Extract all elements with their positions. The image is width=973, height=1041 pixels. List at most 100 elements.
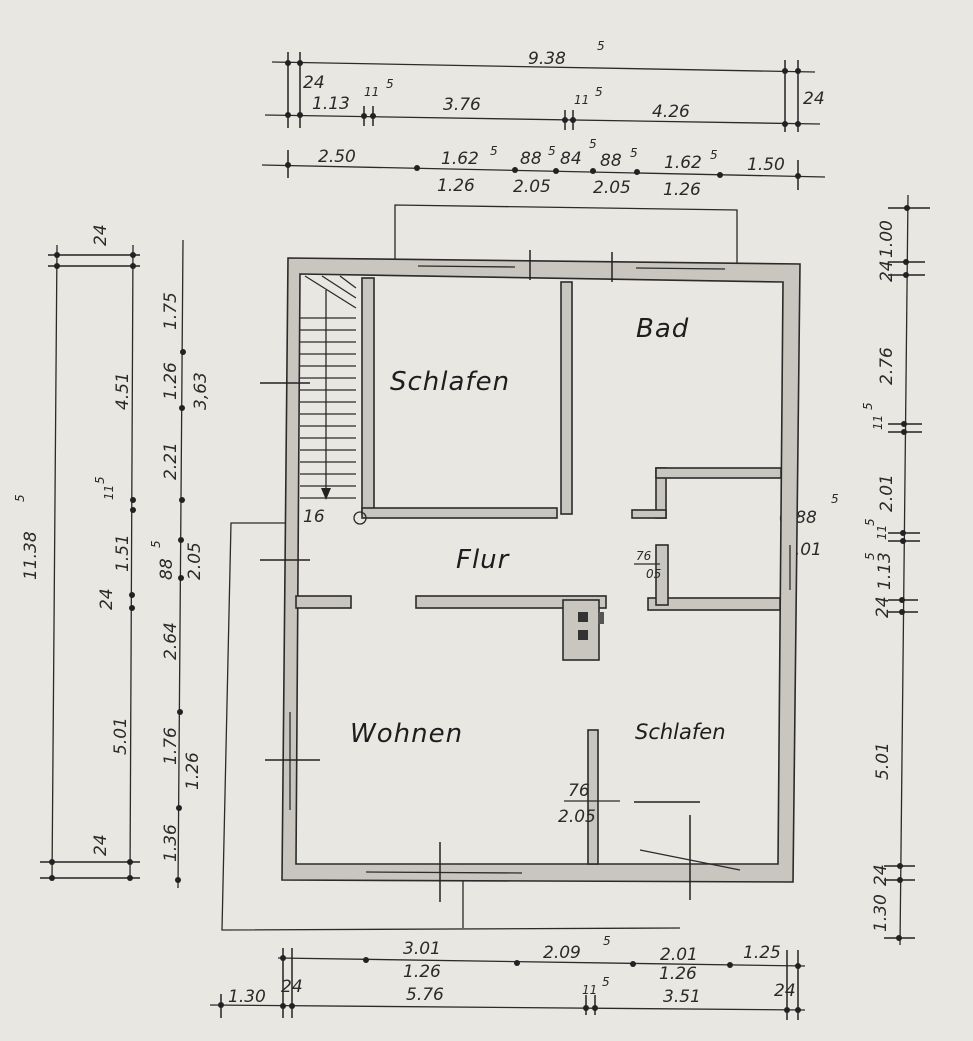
svg-text:4.26: 4.26 <box>652 102 690 122</box>
svg-text:5: 5 <box>630 146 638 160</box>
svg-text:1.26: 1.26 <box>663 180 701 200</box>
svg-text:1.62: 1.62 <box>441 149 479 169</box>
wall-schlafen-bad <box>560 281 573 515</box>
svg-text:5: 5 <box>149 540 163 548</box>
dim-left-total: 11.38 <box>21 531 41 580</box>
svg-text:24: 24 <box>281 977 303 997</box>
building: 16 Schlafen Bad Flur Wohnen Schlafen 76 … <box>221 204 801 931</box>
svg-text:84: 84 <box>560 149 582 169</box>
svg-text:5.01: 5.01 <box>111 717 131 755</box>
bottom-dimensions: 3.01 2.09 5 2.01 1.25 1.26 1.26 1.30 24 … <box>209 934 806 1020</box>
svg-text:1.26: 1.26 <box>183 752 203 790</box>
svg-text:11: 11 <box>364 85 379 99</box>
svg-text:5: 5 <box>863 552 877 560</box>
svg-text:5: 5 <box>710 148 718 162</box>
svg-text:1.26: 1.26 <box>403 962 441 982</box>
svg-text:5: 5 <box>490 144 498 158</box>
room-wohnen: Wohnen <box>350 719 463 749</box>
svg-text:2.01: 2.01 <box>660 945 698 965</box>
svg-text:24: 24 <box>873 596 893 618</box>
wall-wohnen-top-left <box>295 595 352 609</box>
dim-top-total: 9.38 <box>528 49 566 69</box>
svg-text:5: 5 <box>602 975 610 989</box>
svg-text:2.76: 2.76 <box>877 347 897 385</box>
svg-text:24: 24 <box>91 834 111 856</box>
svg-text:76: 76 <box>636 549 652 563</box>
svg-text:1.30: 1.30 <box>228 987 266 1007</box>
svg-text:1.50: 1.50 <box>747 155 785 175</box>
svg-text:1.62: 1.62 <box>664 153 702 173</box>
svg-text:11: 11 <box>875 525 889 540</box>
svg-text:1.13: 1.13 <box>312 94 350 114</box>
svg-text:5.76: 5.76 <box>406 985 444 1005</box>
svg-text:5.01: 5.01 <box>873 742 893 780</box>
room-flur: Flur <box>456 545 511 575</box>
svg-text:24: 24 <box>803 89 825 109</box>
balcony-outline <box>394 204 738 266</box>
svg-text:24: 24 <box>91 224 111 246</box>
svg-text:3.51: 3.51 <box>663 987 701 1007</box>
svg-text:1.25: 1.25 <box>743 943 781 963</box>
wall-bad-bottom <box>655 467 782 479</box>
terrace-outline <box>221 522 681 931</box>
staircase: 16 <box>300 275 367 527</box>
svg-text:5: 5 <box>861 402 875 410</box>
svg-text:3.76: 3.76 <box>443 95 481 115</box>
stair-count: 16 <box>303 507 325 527</box>
wall-schlafen-bottom <box>361 507 558 519</box>
svg-text:11: 11 <box>871 415 885 430</box>
outer-wall <box>281 257 801 883</box>
svg-text:2.64: 2.64 <box>161 622 181 660</box>
left-dimensions: 11.38 5 24 24 4.51 11 5 1.51 24 5.01 1.7… <box>13 224 211 889</box>
svg-text:1.51: 1.51 <box>113 534 133 572</box>
svg-text:2.01: 2.01 <box>877 474 897 512</box>
room-schlafen-top: Schlafen <box>390 367 510 397</box>
svg-text:5: 5 <box>831 492 839 506</box>
svg-text:4.51: 4.51 <box>113 372 133 410</box>
svg-text:5: 5 <box>597 39 605 53</box>
svg-text:3,63: 3,63 <box>191 372 211 410</box>
svg-text:2.50: 2.50 <box>318 147 356 167</box>
svg-text:1.00: 1.00 <box>877 220 897 258</box>
svg-text:1.13: 1.13 <box>875 552 895 590</box>
svg-text:5: 5 <box>603 934 611 948</box>
svg-text:11: 11 <box>574 93 589 107</box>
svg-text:2.05: 2.05 <box>513 177 551 197</box>
svg-text:24: 24 <box>303 73 325 93</box>
wall-schlafen2-top <box>647 597 781 611</box>
svg-text:05: 05 <box>646 567 661 581</box>
svg-text:1.36: 1.36 <box>161 824 181 862</box>
svg-text:1.26: 1.26 <box>437 176 475 196</box>
svg-text:2.05: 2.05 <box>558 807 596 827</box>
svg-text:5: 5 <box>595 85 603 99</box>
svg-text:5: 5 <box>13 494 27 502</box>
svg-text:1.26: 1.26 <box>659 964 697 984</box>
wall-wohnen-schlafen <box>587 729 599 865</box>
svg-text:5: 5 <box>93 476 107 484</box>
svg-text:5: 5 <box>863 518 877 526</box>
svg-text:2.05: 2.05 <box>593 178 631 198</box>
svg-text:5: 5 <box>589 137 597 151</box>
svg-text:24: 24 <box>877 260 897 282</box>
svg-text:5: 5 <box>386 77 394 91</box>
room-bad: Bad <box>636 314 689 344</box>
svg-text:1.76: 1.76 <box>161 727 181 765</box>
svg-text:88: 88 <box>520 149 542 169</box>
wall-stair-right <box>361 277 375 515</box>
wall-wohnen-top-right <box>415 595 607 609</box>
svg-text:76: 76 <box>568 781 590 801</box>
room-schlafen-bottom: Schlafen <box>635 720 726 744</box>
svg-text:24: 24 <box>97 588 117 610</box>
svg-text:3.01: 3.01 <box>403 939 441 959</box>
svg-text:24: 24 <box>774 981 796 1001</box>
svg-text:88: 88 <box>600 151 622 171</box>
svg-text:1.30: 1.30 <box>871 894 891 932</box>
svg-text:2.21: 2.21 <box>161 442 181 480</box>
svg-text:24: 24 <box>871 864 891 886</box>
svg-text:1.26: 1.26 <box>161 362 181 400</box>
top-dimensions: 9.38 5 24 1.13 11 5 3.76 11 5 4.26 24 2.… <box>261 39 826 200</box>
svg-text:2.05: 2.05 <box>185 542 205 580</box>
svg-text:88: 88 <box>157 558 177 580</box>
